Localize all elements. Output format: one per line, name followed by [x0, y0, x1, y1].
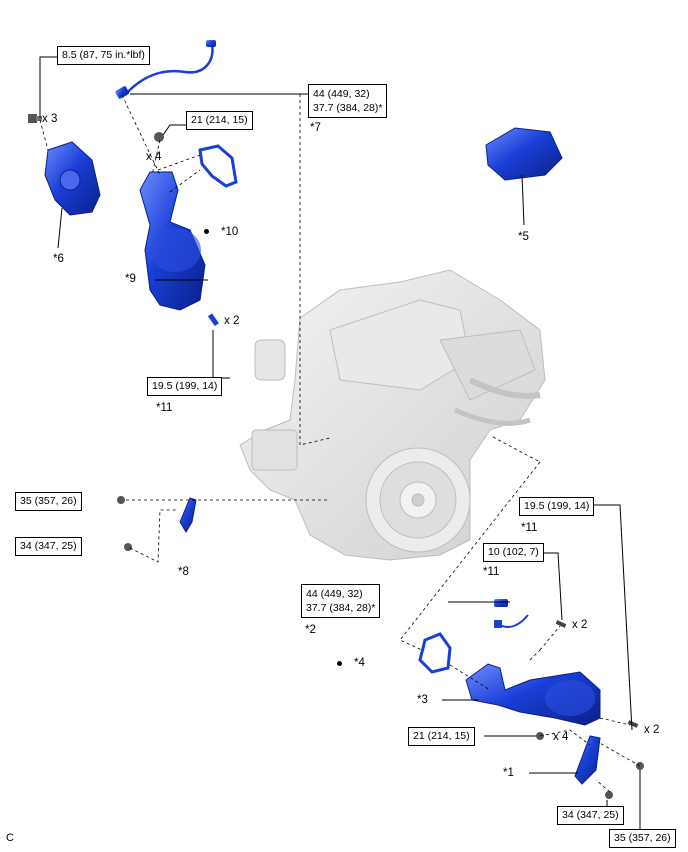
torque-spec-box: 35 (357, 26) — [15, 492, 82, 511]
stud-icon — [555, 620, 567, 628]
torque-spec-box: 34 (347, 25) — [557, 806, 624, 825]
quantity-label: x 4 — [553, 731, 569, 743]
torque-spec-line: 44 (449, 32) — [306, 588, 363, 600]
engine-assembly — [239, 269, 546, 561]
quantity-label: x 3 — [42, 113, 58, 125]
callout-label: *7 — [310, 122, 321, 134]
torque-spec-box: 19.5 (199, 14) — [519, 497, 595, 516]
bolt-icon — [28, 114, 42, 123]
bolt-icon — [117, 496, 125, 504]
non-reusable-marker-icon — [204, 229, 209, 234]
stud-icon — [207, 313, 219, 327]
torque-spec-box: 44 (449, 32) 37.7 (384, 28)* — [301, 584, 381, 618]
exhaust-manifold-converter-9 — [139, 171, 206, 311]
torque-spec-box: 34 (347, 25) — [15, 537, 82, 556]
callout-label: *5 — [518, 231, 529, 243]
torque-spec-box: 35 (357, 26) — [609, 829, 676, 848]
torque-spec-line: 44 (449, 32) — [313, 88, 370, 100]
bolt-icon — [124, 543, 132, 551]
gasket-10 — [198, 144, 238, 188]
torque-spec-box: 21 (214, 15) — [408, 727, 475, 746]
torque-spec-box: 19.5 (199, 14) — [147, 377, 223, 396]
bracket-8 — [179, 497, 197, 533]
callout-label: *8 — [178, 566, 189, 578]
assembly-lines — [39, 94, 641, 793]
callout-label: *11 — [521, 522, 538, 534]
callout-label: *3 — [417, 694, 428, 706]
callout-label: *11 — [483, 566, 500, 578]
callout-label: *11 — [156, 402, 173, 414]
exhaust-pipe-converter-3 — [465, 663, 601, 726]
air-fuel-ratio-sensor-upper — [115, 40, 216, 99]
quantity-label: x 4 — [146, 151, 162, 163]
torque-spec-box: 8.5 (87, 75 in.*lbf) — [57, 46, 150, 65]
torque-spec-line: 37.7 (384, 28)* — [313, 102, 383, 114]
quantity-label: x 2 — [224, 315, 240, 327]
non-reusable-marker-icon — [337, 661, 342, 666]
bolt-icon — [605, 791, 613, 799]
gasket-4 — [418, 632, 452, 674]
torque-spec-box: 10 (102, 7) — [483, 543, 544, 562]
callout-label: *6 — [53, 253, 64, 265]
callout-label: *1 — [503, 767, 514, 779]
stud-icon — [627, 720, 639, 728]
torque-spec-box: 44 (449, 32) 37.7 (384, 28)* — [308, 84, 388, 118]
figure-code: C — [6, 832, 14, 844]
leader-lines — [39, 56, 641, 830]
torque-spec-line: 37.7 (384, 28)* — [306, 602, 376, 614]
quantity-label: x 2 — [644, 724, 660, 736]
nut-icon — [154, 132, 164, 142]
callout-label: *10 — [221, 226, 239, 238]
heat-insulator-5 — [485, 127, 563, 181]
quantity-label: x 2 — [572, 619, 588, 631]
callout-label: *9 — [125, 273, 136, 285]
callout-label: *2 — [305, 624, 316, 636]
bracket-1 — [574, 735, 601, 785]
callout-label: *4 — [354, 657, 365, 669]
torque-spec-box: 21 (214, 15) — [186, 111, 253, 130]
air-fuel-ratio-sensor-lower — [494, 599, 529, 628]
